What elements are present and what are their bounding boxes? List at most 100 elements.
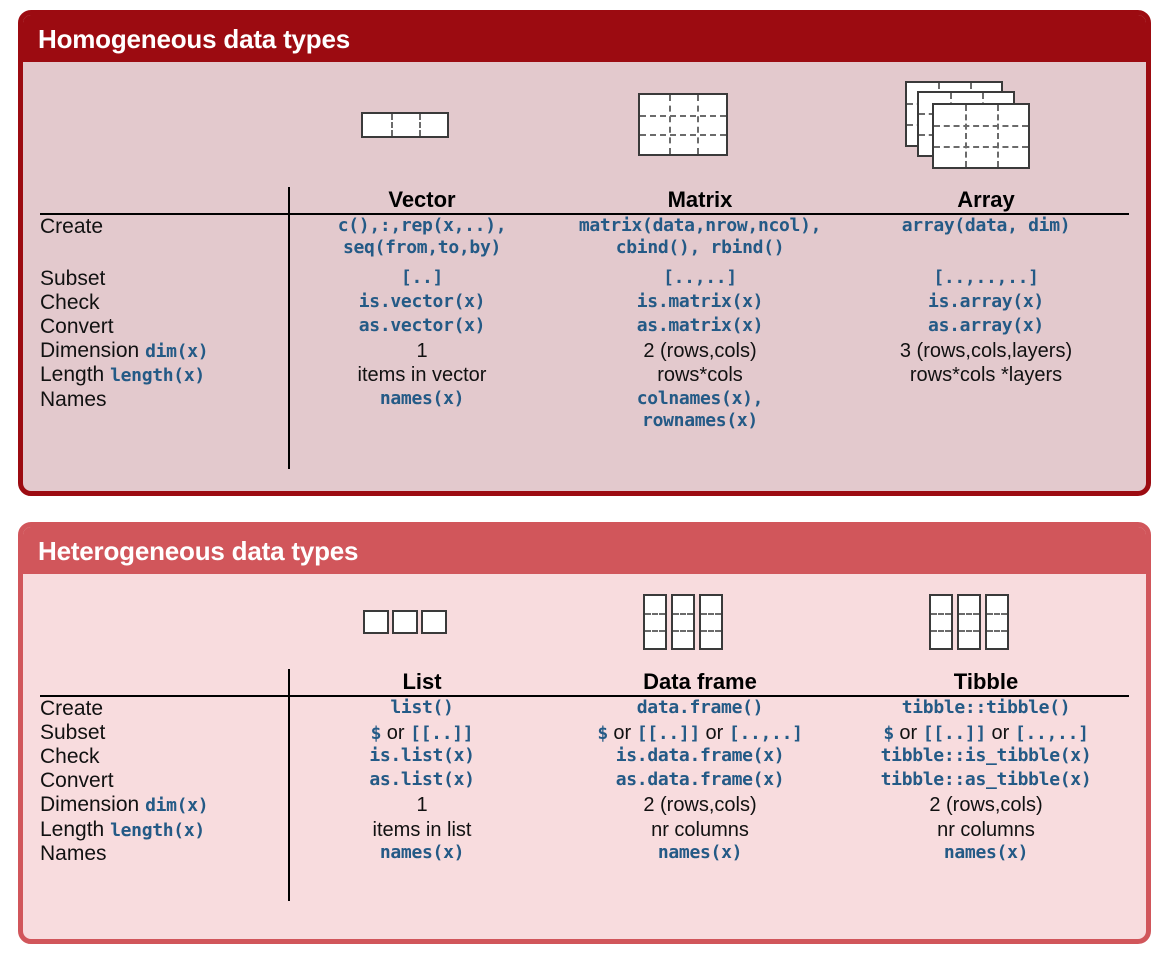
row-label-text: Convert — [40, 769, 114, 793]
cell-matrix-convert: as.matrix(x) — [636, 314, 764, 336]
table-row: Subset$ or [[..]]$ or [[..]] or [..,..]$… — [40, 721, 1129, 745]
cell-array-names — [843, 388, 1129, 432]
icon-slot-matrix — [540, 62, 826, 187]
vector-grid-icon — [361, 111, 449, 138]
cell-list-convert: as.list(x) — [369, 769, 475, 791]
tibble-columns-icon — [929, 593, 1009, 650]
cell-array-create: array(data, dim) — [901, 215, 1071, 236]
cell-vector-create: c(),:,rep(x,..),seq(from,to,by) — [337, 215, 507, 258]
table-header-row: Vector Matrix Array — [40, 187, 1129, 215]
cell-data-frame-length: nr columns — [651, 818, 749, 841]
row-label-check: Check — [40, 291, 287, 315]
cell-tibble-names: names(x) — [943, 842, 1029, 864]
cell-matrix-create: matrix(data,nrow,ncol),cbind(), rbind() — [578, 215, 822, 258]
row-label-text: Dimension — [40, 338, 140, 362]
panel-homogeneous-title: Homogeneous data types — [38, 23, 350, 54]
cell-data-frame-create: data.frame() — [636, 697, 764, 718]
cell-tibble-check: tibble::is_tibble(x) — [880, 745, 1092, 767]
column-header-matrix: Matrix — [557, 187, 843, 215]
row-label-create: Create — [40, 214, 287, 259]
cell-vector-length: items in vector — [357, 364, 487, 387]
row-label-text: Dimension — [40, 793, 140, 817]
table-row: Length length(x) items in vector rows*cols… — [40, 363, 1129, 387]
homogeneous-table-wrap: Vector Matrix Array Create c(),:,rep(x,..… — [23, 187, 1146, 469]
cell-matrix-check: is.matrix(x) — [636, 290, 764, 312]
cell-data-frame-dimension: 2 (rows,cols) — [643, 794, 757, 817]
cell-list-length: items in list — [372, 818, 472, 841]
column-header-vector: Vector — [287, 187, 557, 215]
column-header-array: Array — [843, 187, 1129, 215]
row-label-text: Check — [40, 290, 100, 314]
cell-vector-convert: as.vector(x) — [358, 314, 486, 336]
cell-vector-check: is.vector(x) — [358, 290, 486, 312]
row-label-names: Names — [40, 388, 287, 432]
panel-heterogeneous: Heterogeneous data types — [18, 522, 1151, 944]
row-label-text: Check — [40, 745, 100, 769]
row-label-text: Names — [40, 387, 107, 411]
label-column-divider — [288, 669, 290, 901]
cell-list-names: names(x) — [379, 842, 465, 864]
panel-homogeneous-body: Vector Matrix Array Create c(),:,rep(x,..… — [23, 62, 1146, 469]
row-label-text: Convert — [40, 314, 114, 338]
row-label-create: Create — [40, 696, 287, 721]
icon-slot-list — [270, 574, 540, 669]
cell-array-subset: [..,..,..] — [933, 266, 1039, 288]
cell-tibble-dimension: 2 (rows,cols) — [929, 794, 1043, 817]
table-row: Create list() data.frame() tibble::tibble() — [40, 696, 1129, 721]
cell-vector-subset: [..] — [400, 266, 444, 288]
row-label-convert: Convert — [40, 769, 287, 793]
panel-heterogeneous-header: Heterogeneous data types — [23, 527, 1146, 574]
row-label-header — [40, 669, 287, 697]
row-label-dimension: Dimension dim(x) — [40, 793, 287, 817]
row-label-text: Create — [40, 697, 104, 720]
table-row: Dimension dim(x) 1 2 (rows,cols) 2 (rows,co… — [40, 793, 1129, 817]
column-header-tibble: Tibble — [843, 669, 1129, 697]
cell-matrix-names: colnames(x),rownames(x) — [636, 387, 764, 431]
row-label-convert: Convert — [40, 315, 287, 339]
row-label-length: Length length(x) — [40, 818, 287, 842]
cell-vector-dimension: 1 — [416, 339, 428, 362]
label-column-divider — [288, 187, 290, 469]
cell-matrix-subset: [..,..] — [663, 266, 737, 288]
row-label-code: dim(x) — [145, 795, 209, 817]
cell-data-frame-convert: as.data.frame(x) — [615, 769, 785, 791]
cell-data-frame-subset: $ or [[..]] or [..,..] — [597, 722, 803, 744]
row-label-dimension: Dimension dim(x) — [40, 339, 287, 363]
panel-heterogeneous-title: Heterogeneous data types — [38, 535, 359, 566]
column-header-data-frame: Data frame — [557, 669, 843, 697]
cell-matrix-dimension: 2 (rows,cols) — [643, 339, 757, 362]
row-label-code: length(x) — [110, 365, 205, 387]
icon-slot-tibble — [826, 574, 1112, 669]
cell-matrix-length: rows*cols — [657, 364, 743, 387]
list-boxes-icon — [363, 609, 447, 634]
cell-tibble-create: tibble::tibble() — [901, 697, 1071, 718]
dataframe-columns-icon — [643, 593, 723, 650]
homogeneous-icon-strip — [23, 62, 1146, 187]
table-row: Convert as.vector(x) as.matrix(x) as.array(… — [40, 315, 1129, 339]
homogeneous-table: Vector Matrix Array Create c(),:,rep(x,..… — [40, 187, 1129, 432]
cell-array-convert: as.array(x) — [928, 314, 1044, 336]
table-row: Create c(),:,rep(x,..),seq(from,to,by) mat… — [40, 214, 1129, 259]
cell-list-create: list() — [390, 697, 454, 718]
table-row: Length length(x) items in list nr columns n… — [40, 818, 1129, 842]
matrix-grid-icon — [638, 93, 728, 156]
icon-slot-array — [826, 62, 1112, 187]
row-label-header — [40, 187, 287, 215]
icon-slot-dataframe — [540, 574, 826, 669]
row-label-subset: Subset — [40, 267, 287, 291]
cell-list-dimension: 1 — [416, 794, 428, 817]
heterogeneous-icon-strip — [23, 574, 1146, 669]
row-label-text: Names — [40, 842, 107, 866]
row-label-length: Length length(x) — [40, 363, 287, 387]
icon-slot-vector — [270, 62, 540, 187]
cell-vector-names: names(x) — [379, 387, 465, 409]
cell-tibble-length: nr columns — [937, 818, 1035, 841]
cell-array-check: is.array(x) — [928, 290, 1044, 312]
table-row: Check is.vector(x) is.matrix(x) is.array(x) — [40, 291, 1129, 315]
